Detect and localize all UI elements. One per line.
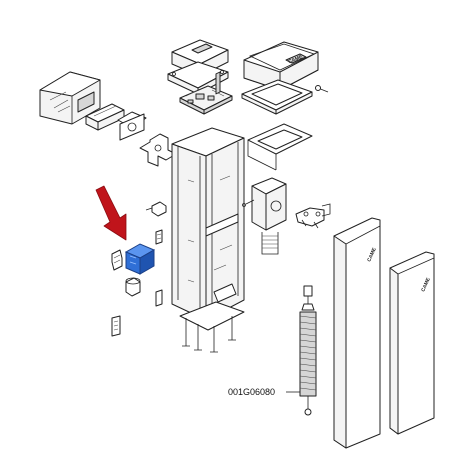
- frame-bracket-part[interactable]: [247, 123, 313, 171]
- terminal-block-part[interactable]: [155, 229, 163, 245]
- control-board-part[interactable]: [179, 85, 233, 115]
- part-code-label: 001G06080: [228, 387, 275, 397]
- pointer-arrow-icon: [95, 185, 127, 241]
- base-anchor-plate-part[interactable]: [179, 301, 245, 353]
- door-panel-right-part[interactable]: CAME: [389, 251, 435, 435]
- lever-bracket-part[interactable]: [295, 203, 331, 229]
- cover-gasket-part[interactable]: [241, 79, 313, 115]
- door-panel-left-part[interactable]: CAME: [333, 217, 381, 449]
- cover-logo-text: CAME: [288, 54, 305, 65]
- end-cap-part[interactable]: [39, 71, 101, 125]
- cable-clip-part[interactable]: [145, 201, 167, 217]
- door-left-logo-text: CAME: [366, 246, 378, 262]
- mounting-plate-part[interactable]: [117, 111, 147, 141]
- spring-coil: [299, 311, 317, 397]
- cover-screw-part[interactable]: [315, 85, 329, 93]
- door-right-logo-text: CAME: [420, 276, 432, 292]
- highlighted-transformer-icon[interactable]: [124, 243, 156, 275]
- spring-assembly-part[interactable]: [286, 285, 317, 416]
- connector-part[interactable]: [111, 249, 123, 271]
- cross-bracket-part[interactable]: [139, 133, 177, 167]
- bracket-plate-part[interactable]: [85, 103, 125, 131]
- control-box-lid-part[interactable]: [171, 39, 229, 77]
- gearmotor-part[interactable]: [242, 177, 287, 255]
- fuse-part[interactable]: [155, 289, 163, 307]
- capacitor-part[interactable]: [125, 277, 141, 297]
- main-cabinet-part[interactable]: [171, 71, 245, 321]
- relay-part[interactable]: [111, 315, 121, 337]
- transformer-side-face: [139, 249, 155, 275]
